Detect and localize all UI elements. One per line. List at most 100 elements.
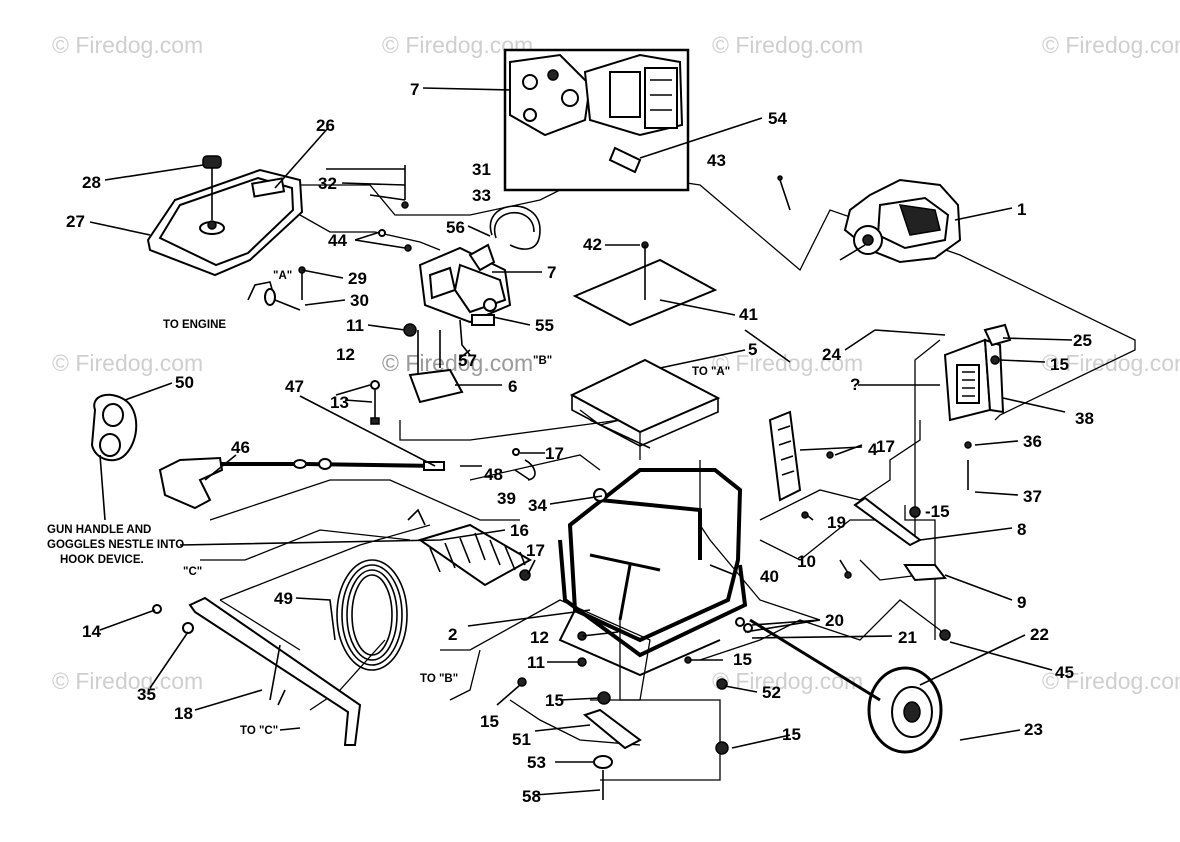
callout-55: 55 (535, 316, 554, 335)
note-gun-line-3: HOOK DEVICE. (60, 554, 144, 566)
hardware (152, 165, 1000, 755)
callout-15-controlbox: 15 (1050, 355, 1069, 374)
callout-26: 26 (316, 116, 335, 135)
callout-27: 27 (66, 212, 85, 231)
callout-11-top: 11 (346, 316, 364, 335)
callout-4: 4 (868, 440, 878, 459)
watermark: © Firedog.com (712, 350, 864, 376)
goggles (90, 393, 138, 462)
callout-29: 29 (348, 269, 367, 288)
callout-35: 35 (137, 685, 156, 704)
callout-15-right: -15 (925, 502, 950, 521)
watermark: © Firedog.com (52, 350, 204, 376)
callout-40: 40 (760, 567, 779, 586)
hose-coil (336, 559, 408, 671)
callout-22: 22 (1030, 625, 1049, 644)
callout-23: 23 (1024, 720, 1043, 739)
callout-5: 5 (748, 340, 757, 359)
callout-36: 36 (1023, 432, 1042, 451)
note-to-b: TO "B" (420, 673, 458, 685)
callout-15-center: 15 (733, 650, 752, 669)
callout-15-bottom: 15 (545, 691, 564, 710)
callout-43: 43 (707, 151, 726, 170)
note-gun-line-2: GOGGLES NESTLE INTO (47, 539, 184, 551)
bracket (408, 330, 464, 404)
callout-numbers: 1 2 ? 4 5 6 7 7 8 9 10 11 11 12 12 13 14… (66, 80, 1094, 806)
gun-rack (407, 508, 533, 587)
callout-39: 39 (497, 489, 516, 508)
note-c-mark: "C" (183, 566, 202, 578)
callout-48: 48 (484, 465, 503, 484)
callout-2: 2 (448, 625, 457, 644)
callout-56: 56 (446, 218, 465, 237)
callout-28: 28 (82, 173, 101, 192)
note-gun-line-1: GUN HANDLE AND (47, 524, 151, 536)
callout-17-center: 17 (526, 541, 545, 560)
engine (839, 178, 962, 264)
pump-inset (503, 48, 690, 192)
watermark: © Firedog.com (1042, 668, 1180, 694)
callout-37: 37 (1023, 487, 1042, 506)
callout-53: 53 (527, 753, 546, 772)
callout-33: 33 (472, 186, 491, 205)
frame (558, 468, 748, 677)
callout-17-right: 17 (876, 437, 895, 456)
callout-12-top: 12 (336, 345, 355, 364)
wheel (749, 618, 943, 754)
callout-41: 41 (739, 305, 758, 324)
note-a-mark: "A" (273, 270, 292, 282)
callout-9: 9 (1017, 593, 1026, 612)
callout-6: 6 (508, 377, 517, 396)
callout-21: 21 (898, 628, 917, 647)
callout-34: 34 (528, 496, 547, 515)
watermark: © Firedog.com (1042, 32, 1180, 58)
note-b-mark: "B" (533, 355, 552, 367)
callout-50: 50 (175, 373, 194, 392)
handle-plate (768, 410, 802, 502)
watermark: © Firedog.com (1042, 350, 1180, 376)
callout-58: 58 (522, 787, 541, 806)
callout-15-bottom-left: 15 (480, 712, 499, 731)
callout-15-bottom-right: 15 (782, 725, 801, 744)
callout-7-inset: 7 (410, 80, 419, 99)
callout-1: 1 (1017, 200, 1026, 219)
callout-24: 24 (822, 345, 841, 364)
callout-30: 30 (350, 291, 369, 310)
callout-46: 46 (231, 438, 250, 457)
note-to-a: TO "A" (692, 366, 730, 378)
handle-bar (188, 596, 362, 746)
note-to-engine: TO ENGINE (163, 319, 226, 331)
spray-gun (158, 456, 445, 510)
callout-31: 31 (472, 160, 491, 179)
callout-17-left: 17 (545, 444, 564, 463)
callout-19: 19 (827, 513, 846, 532)
callout-38: 38 (1075, 409, 1094, 428)
watermark: © Firedog.com (712, 32, 864, 58)
callout-52: 52 (762, 683, 781, 702)
callout-11-bottom: 11 (527, 653, 545, 672)
callout-44: 44 (328, 231, 347, 250)
callout-45: 45 (1055, 663, 1074, 682)
tray (569, 358, 721, 449)
callout-10: 10 (797, 552, 816, 571)
callout-12-bottom: 12 (530, 628, 549, 647)
watermark: © Firedog.com (712, 668, 864, 694)
callout-3: ? (850, 375, 860, 394)
callout-42: 42 (583, 235, 602, 254)
control-box (943, 323, 1012, 422)
watermark: © Firedog.com (52, 668, 204, 694)
callout-51: 51 (512, 730, 531, 749)
base-bracket (582, 708, 642, 800)
callout-18: 18 (174, 704, 193, 723)
routing-lines (200, 169, 1136, 781)
callout-16: 16 (510, 521, 529, 540)
callout-54: 54 (768, 109, 787, 128)
callout-13: 13 (330, 393, 349, 412)
callout-20: 20 (825, 611, 844, 630)
callout-57: 57 (458, 351, 477, 370)
callout-49: 49 (274, 589, 293, 608)
notes: TO ENGINE "A" "B" "C" TO "A" TO "B" TO "… (47, 270, 730, 737)
callout-7-pump: 7 (547, 263, 556, 282)
fuel-tank (146, 155, 304, 277)
